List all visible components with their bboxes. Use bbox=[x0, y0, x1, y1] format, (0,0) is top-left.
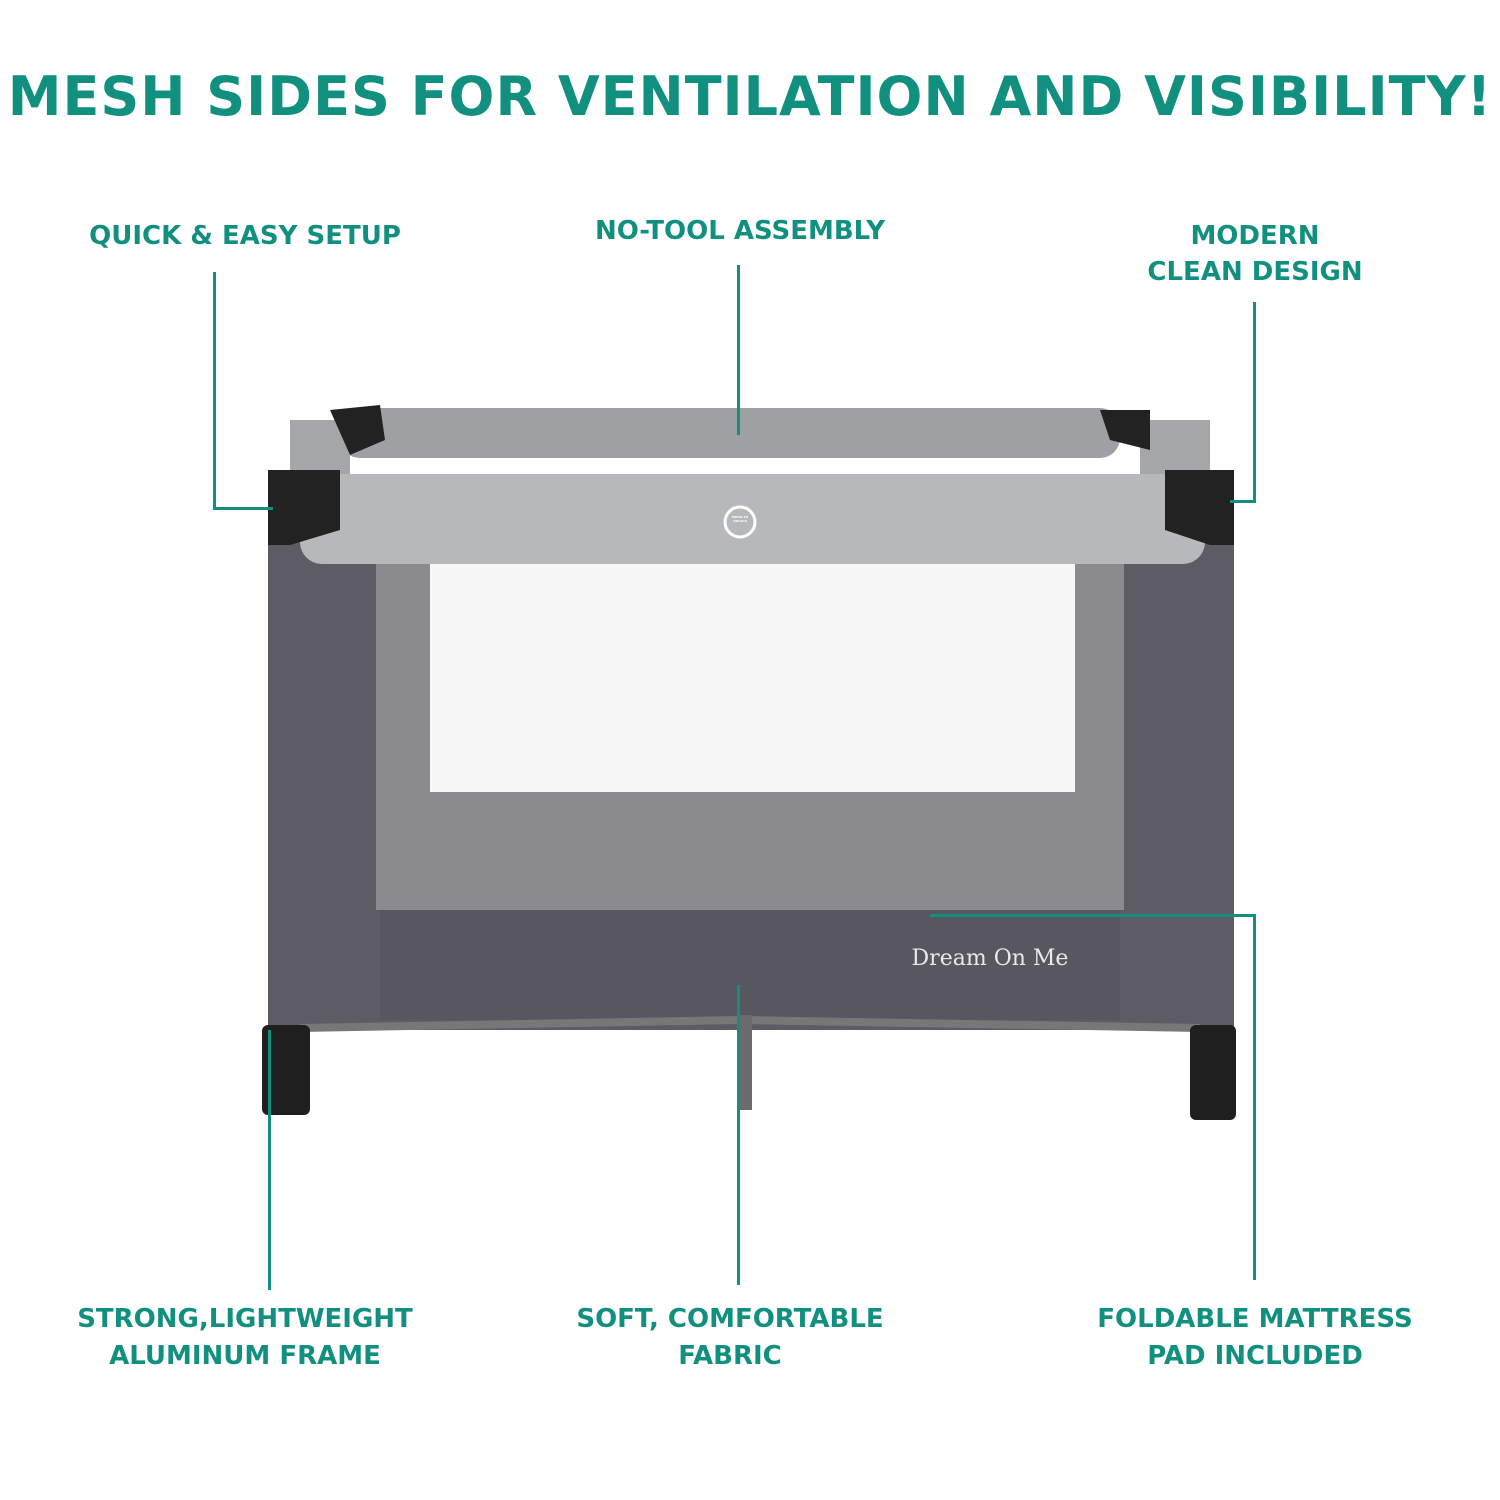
unlock-button-text: PRESS TO UNLOCK bbox=[731, 515, 749, 523]
brand-logo: Dream On Me bbox=[911, 946, 1069, 971]
callout-mattress-line2: PAD INCLUDED bbox=[1147, 1341, 1363, 1371]
frame-leg-right bbox=[1190, 1025, 1236, 1120]
unlock-button-icon bbox=[723, 505, 757, 539]
callout-no-tool-assembly: NO-TOOL ASSEMBLY bbox=[594, 216, 886, 246]
callout-fabric-line1: SOFT, COMFORTABLE bbox=[576, 1304, 884, 1334]
back-rail bbox=[340, 408, 1120, 458]
frame-leg-left bbox=[262, 1025, 310, 1115]
page-title: MESH SIDES FOR VENTILATION AND VISIBILIT… bbox=[7, 65, 1493, 128]
callout-modern-line1: MODERN bbox=[1190, 221, 1320, 251]
callout-frame-line2: ALUMINUM FRAME bbox=[109, 1341, 381, 1371]
callout-frame-line1: STRONG,LIGHTWEIGHT bbox=[77, 1304, 413, 1334]
callout-modern-line2: CLEAN DESIGN bbox=[1147, 257, 1363, 287]
callout-fabric-line2: FABRIC bbox=[678, 1341, 782, 1371]
front-rail bbox=[300, 474, 1205, 564]
callout-quick-setup: QUICK & EASY SETUP bbox=[89, 221, 401, 251]
callout-mattress-line1: FOLDABLE MATTRESS bbox=[1097, 1304, 1413, 1334]
